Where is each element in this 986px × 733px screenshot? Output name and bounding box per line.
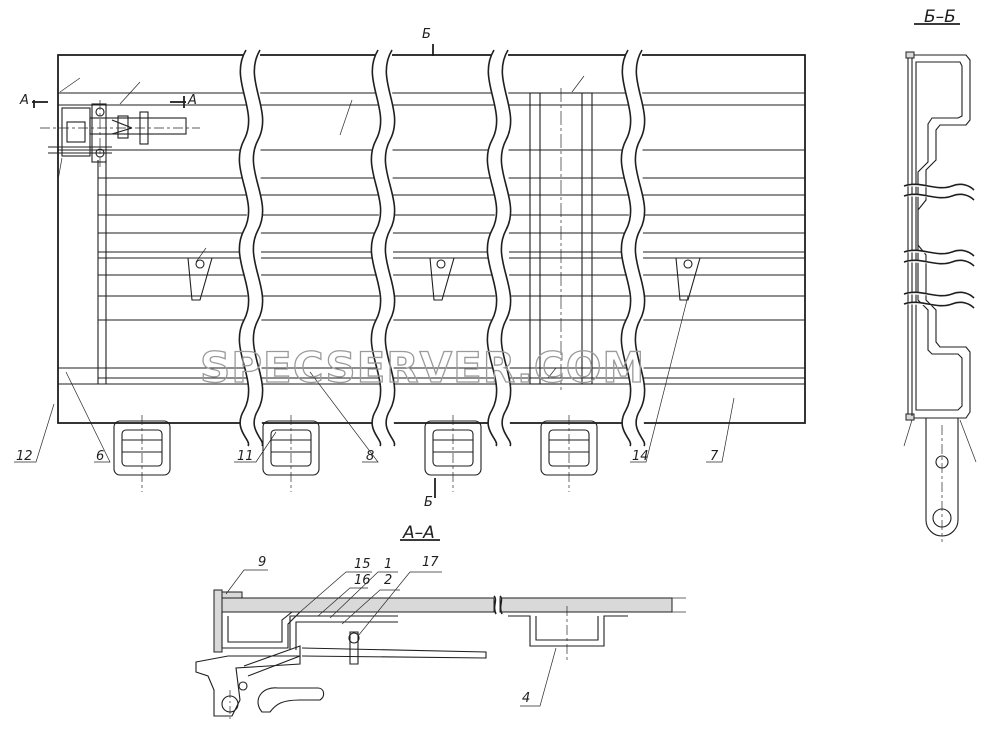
callout-7: 7 (710, 449, 719, 464)
callout-14: 14 (632, 449, 649, 464)
cut-label-b-top: Б (422, 27, 431, 42)
bracket-2 (262, 415, 320, 492)
main-view: Б Б А А (14, 27, 806, 510)
platform-outline (57, 54, 806, 424)
break-lines (238, 49, 646, 447)
callout-6: 6 (96, 449, 104, 464)
hook-1 (187, 257, 213, 301)
callout-1: 1 (384, 557, 392, 572)
callout-9: 9 (258, 555, 266, 570)
leaders-aa (225, 569, 557, 707)
callout-17: 17 (422, 555, 439, 570)
callout-4: 4 (522, 691, 530, 706)
callout-16: 16 (354, 573, 371, 588)
callout-12: 12 (16, 449, 33, 464)
callout-15: 15 (354, 557, 371, 572)
cut-label-a-left: А (19, 93, 29, 108)
floor-plate (217, 597, 495, 613)
cut-mark-b-bottom: Б (424, 478, 436, 510)
section-bb: Б–Б (903, 7, 977, 542)
section-aa: А–А (195, 523, 686, 720)
bracket-4 (540, 415, 598, 492)
leaders-main (14, 75, 735, 463)
bracket-3 (424, 415, 482, 492)
hook-2 (429, 257, 455, 301)
section-aa-title: А–А (402, 523, 435, 543)
watermark: SPECSERVER.COM (200, 343, 645, 392)
callouts-aa: 9 15 16 1 2 17 4 (258, 555, 530, 706)
hook-3 (675, 257, 701, 301)
cut-mark-a: А А (19, 93, 197, 108)
cut-mark-b-top: Б (422, 27, 434, 56)
cut-label-b-bottom: Б (424, 495, 433, 510)
callout-2: 2 (384, 573, 392, 588)
callout-11: 11 (237, 449, 254, 464)
callout-8: 8 (366, 449, 374, 464)
bracket-1 (113, 415, 171, 492)
section-bb-title: Б–Б (924, 7, 956, 27)
callouts-main: 12 6 11 8 14 7 (16, 449, 719, 464)
lock-assembly (40, 100, 200, 170)
cut-label-a-right: А (187, 93, 197, 108)
